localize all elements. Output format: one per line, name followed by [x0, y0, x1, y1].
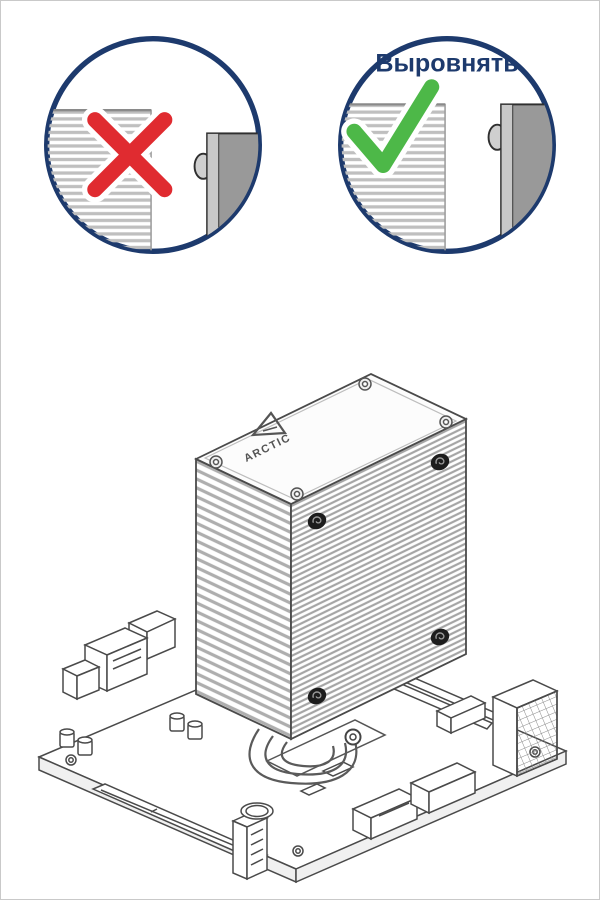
cross-icon: [81, 106, 178, 203]
example-correct-figure: Выровнять: [338, 36, 556, 254]
cpu-cooler-tower: ARCTIC: [193, 373, 469, 741]
capacitors: [59, 712, 203, 756]
fan-mount-clips: [307, 453, 450, 705]
sata-headers: [351, 695, 487, 841]
heatpipes: [248, 728, 358, 785]
alignment-comparison: Выровнять: [1, 29, 599, 261]
installation-diagram: ARCTIC: [37, 373, 568, 884]
check-icon: [341, 73, 445, 179]
example-wrong-figure: [44, 36, 262, 254]
align-label: Выровнять: [375, 50, 518, 78]
cooler-left-face: [195, 457, 292, 741]
front-panel-header: [231, 811, 269, 881]
io-ports: [61, 610, 177, 701]
mounting-screw: [344, 728, 362, 746]
cmos-battery: [240, 802, 274, 820]
cooler-top-face: ARCTIC: [193, 373, 469, 505]
cooler-right-face: [290, 417, 467, 741]
atx-connector: [491, 679, 559, 778]
top-plate-screws: [209, 377, 453, 501]
